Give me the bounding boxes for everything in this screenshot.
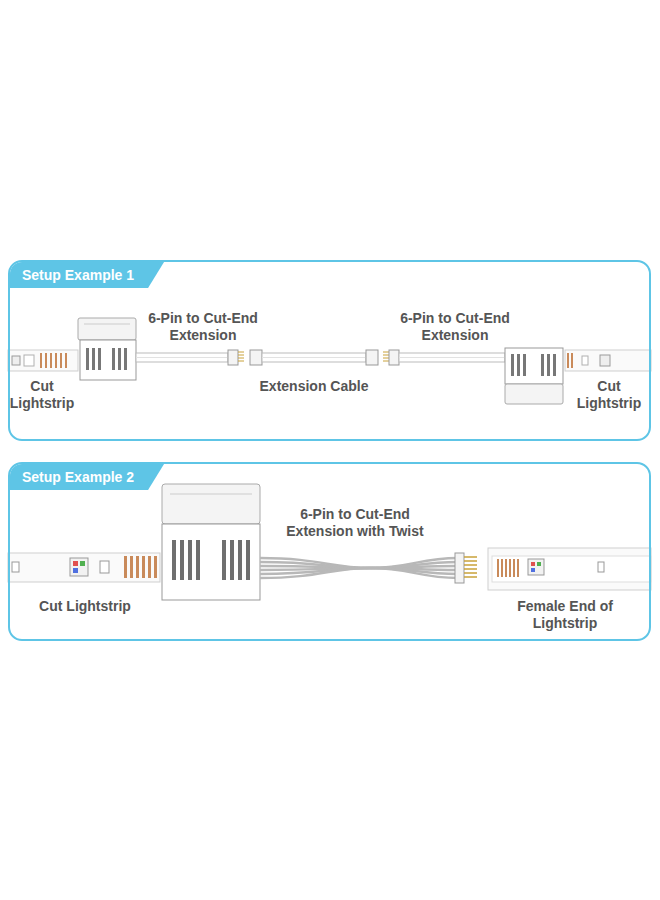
led [528,559,544,575]
plug [250,350,262,365]
part-label: Cut Lightstrip [569,378,649,412]
led-green [537,562,541,566]
connector-slots [86,348,127,370]
part-label: Cut Lightstrip [2,378,82,412]
connector-cover [78,318,136,340]
cable-line [399,357,505,358]
part-label: Cut Lightstrip [30,598,140,615]
led-blue [73,568,78,573]
copper-pads [40,353,67,368]
setup-panel: Setup Example 1 [8,260,651,441]
led-red [73,561,78,566]
plug [389,350,399,365]
led [12,356,20,365]
lightstrip [8,553,160,582]
connector-cover [505,384,563,404]
copper-pads [497,559,519,577]
flat-cable [136,353,228,362]
part-label: Extension Cable [259,378,369,395]
cover-ridge [84,324,130,325]
twisted-wires [260,558,458,578]
connector-slots [172,540,250,580]
cover-ridge [170,494,252,495]
copper-pads [567,353,573,368]
lightstrip [8,350,78,371]
lightstrip [565,350,651,371]
part-label: 6-Pin to Cut-End Extension [136,310,270,344]
lightstrip [488,548,651,590]
part-label: 6-Pin to Cut-End Extension [388,310,522,344]
cable-line [136,357,228,358]
resistor [12,562,19,572]
pins [464,557,477,577]
connector-body [162,524,260,600]
led [24,355,34,366]
led-red [531,562,535,566]
panel-tab: Setup Example 1 [10,262,164,288]
connector-slots [511,354,556,376]
flat-cable [262,353,366,362]
panel-tab: Setup Example 2 [10,464,164,490]
strip-channel [492,556,651,582]
connector-cover [162,484,260,524]
connector-body [80,340,136,380]
chip [100,561,109,573]
plug [228,350,238,365]
setup-panel: Setup Example 2 [8,462,651,641]
plug [455,553,464,583]
cable-line [262,357,366,358]
flat-cable [399,353,505,362]
led-blue [531,568,535,572]
pins [238,352,244,361]
connector-body [505,348,563,384]
resistor [598,562,604,572]
plug [366,350,378,365]
pins [383,352,389,361]
resistor [582,356,588,365]
part-label: 6-Pin to Cut-End Extension with Twist [273,506,437,540]
led [600,355,610,366]
copper-pads [124,556,157,578]
led-green [80,561,85,566]
led [70,558,88,576]
part-label: Female End of Lightstrip [495,598,635,632]
